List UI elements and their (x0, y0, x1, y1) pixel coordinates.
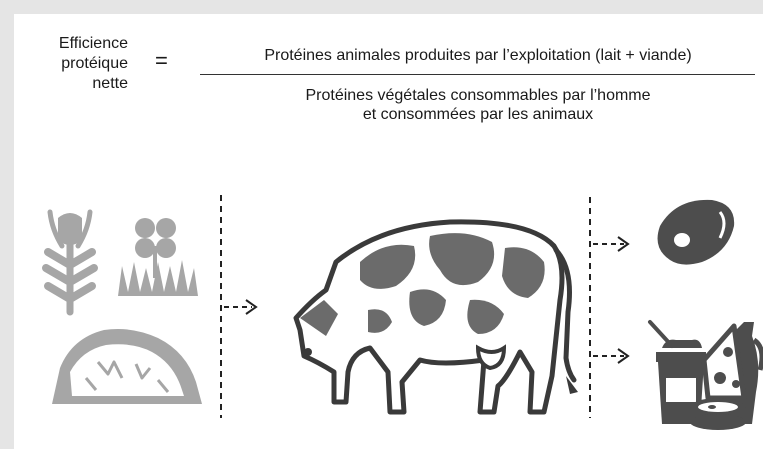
fraction-bar (200, 74, 755, 75)
clover-grass-icon (118, 218, 198, 296)
formula-lhs: Efficience protéique nette (16, 34, 128, 94)
lhs-line-1: Efficience (58, 35, 128, 52)
input-arrow (224, 299, 258, 315)
formula-numerator: Protéines animales produites par l’explo… (264, 47, 692, 64)
equals-sign: = (155, 48, 168, 73)
lhs-line-2: protéique (61, 55, 128, 72)
dairy-arrow (593, 348, 630, 364)
lhs-line-3: nette (92, 75, 128, 92)
dairy-products-icon (648, 320, 763, 430)
denominator-line-2: et consommées par les animaux (362, 106, 594, 123)
denominator-line-1: Protéines végétales consommables par l’h… (305, 87, 651, 104)
meat-icon (657, 199, 735, 265)
cow-icon (293, 219, 578, 415)
formula-denominator: Protéines végétales consommables par l’h… (200, 86, 756, 124)
meat-arrow (593, 236, 630, 252)
hay-pile-icon (52, 329, 202, 404)
corn-icon (42, 209, 98, 316)
